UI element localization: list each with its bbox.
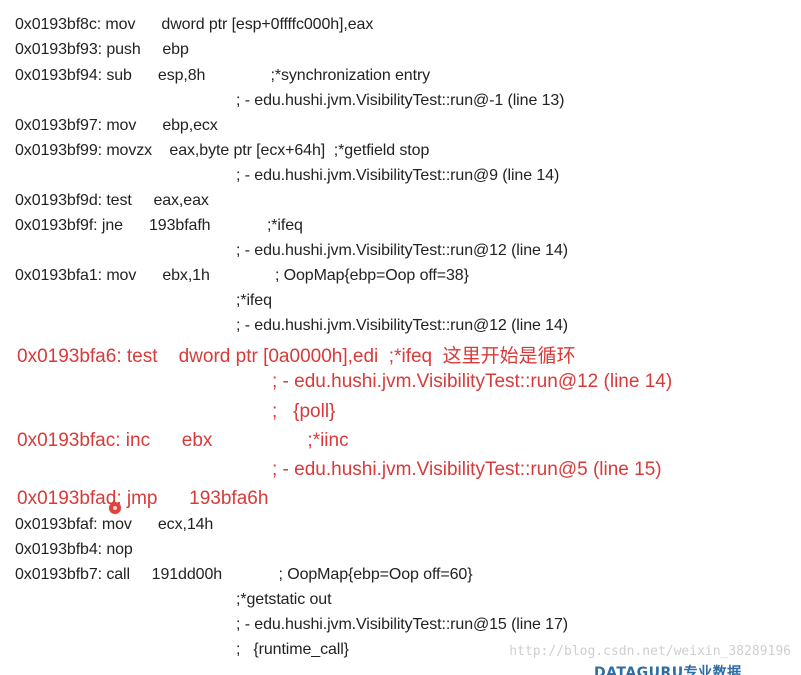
code-comment-line: ;*getstatic out [236,591,332,608]
code-line: 0x0193bf97: mov ebp,ecx [15,117,218,134]
code-comment-line: ; - edu.hushi.jvm.VisibilityTest::run@-1… [236,92,565,109]
code-line: 0x0193bf9f: jne 193bfafh ;*ifeq [15,217,303,234]
code-comment-line: ;*ifeq [236,292,272,309]
highlighted-comment-line: ; - edu.hushi.jvm.VisibilityTest::run@5 … [272,459,662,480]
highlighted-code-line: 0x0193bfac: inc ebx ;*iinc [17,430,349,451]
code-line: 0x0193bfaf: mov ecx,14h [15,516,214,533]
brand-logo: DATAGURU专业数据 [594,665,742,675]
code-comment-line: ; - edu.hushi.jvm.VisibilityTest::run@15… [236,616,568,633]
mouse-pointer-icon [109,502,121,514]
code-line: 0x0193bfa1: mov ebx,1h ; OopMap{ebp=Oop … [15,267,469,284]
code-line: 0x0193bf93: push ebp [15,41,189,58]
highlighted-code-line: 0x0193bfa6: test dword ptr [0a0000h],edi… [17,346,576,367]
code-line: 0x0193bfb7: call 191dd00h ; OopMap{ebp=O… [15,566,473,583]
code-comment-line: ; - edu.hushi.jvm.VisibilityTest::run@12… [236,317,568,334]
code-comment-line: ; - edu.hushi.jvm.VisibilityTest::run@12… [236,242,568,259]
code-line: 0x0193bf94: sub esp,8h ;*synchronization… [15,67,431,84]
highlighted-comment-line: ; {poll} [272,401,336,422]
code-line: 0x0193bf9d: test eax,eax [15,192,209,209]
highlighted-comment-line: ; - edu.hushi.jvm.VisibilityTest::run@12… [272,371,673,392]
code-line: 0x0193bfb4: nop [15,541,133,558]
code-comment-line: ; - edu.hushi.jvm.VisibilityTest::run@9 … [236,167,560,184]
code-line: 0x0193bf8c: mov dword ptr [esp+0ffffc000… [15,16,374,33]
code-line: 0x0193bf99: movzx eax,byte ptr [ecx+64h]… [15,142,430,159]
watermark-text: http://blog.csdn.net/weixin_38289196 [509,644,791,659]
highlighted-code-line: 0x0193bfad: jmp 193bfa6h [17,488,269,509]
code-comment-line: ; {runtime_call} [236,641,349,658]
